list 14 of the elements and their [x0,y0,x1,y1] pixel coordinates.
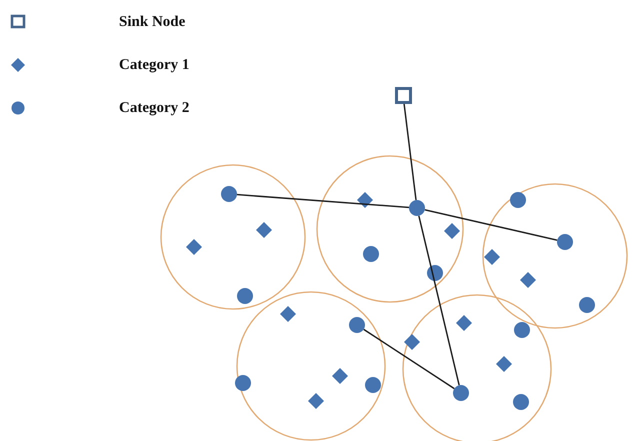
cluster-head-node [557,234,573,250]
link-line [418,216,460,386]
cluster-head-node [349,317,365,333]
cluster-head-node [221,186,237,202]
legend-label: Category 2 [119,100,190,116]
cluster-head-node [453,385,469,401]
legend-label: Sink Node [119,14,186,30]
sink-node [394,86,412,104]
link-line [236,194,410,208]
cluster-head-node [409,200,425,216]
link-line [403,103,417,200]
link-line [363,328,455,390]
link-line [424,209,558,241]
legend-label: Category 1 [119,56,190,74]
